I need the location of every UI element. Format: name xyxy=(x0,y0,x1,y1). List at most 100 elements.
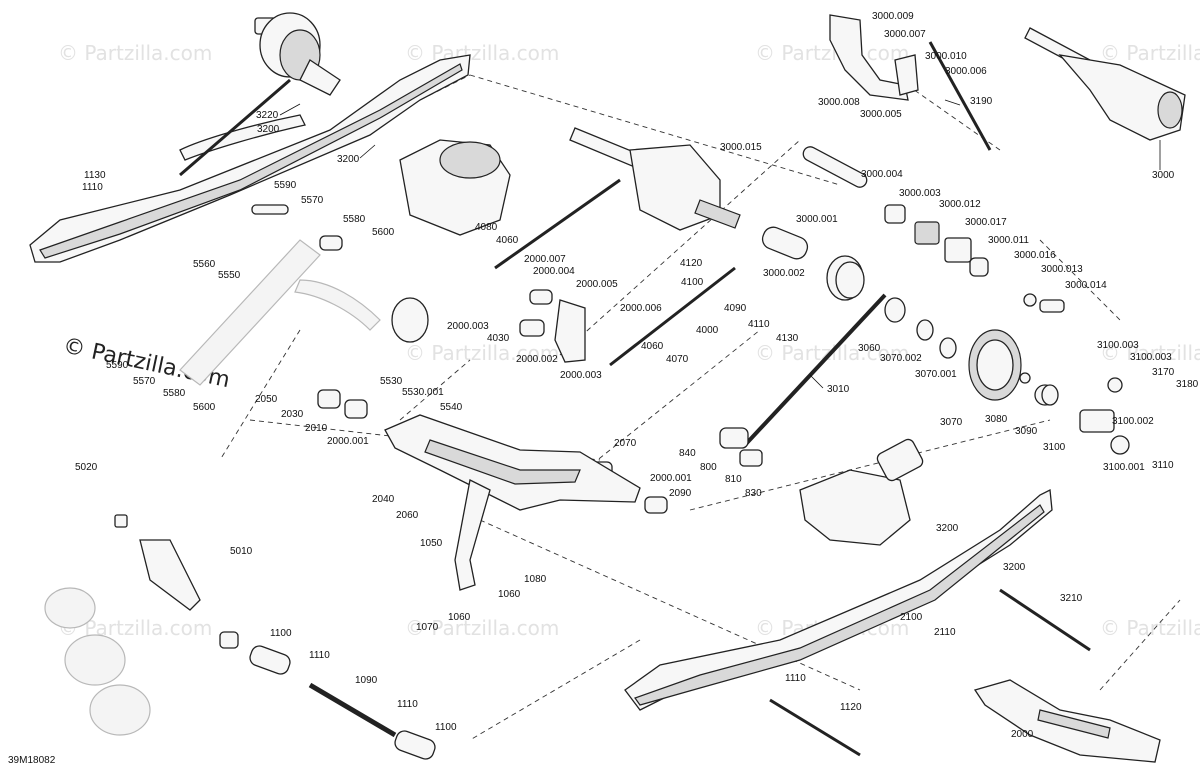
part-callout-label: 1130 xyxy=(84,170,106,181)
part-callout-label: 3110 xyxy=(1152,460,1174,471)
part-callout-label: 1070 xyxy=(416,622,439,633)
part-callout-label: 3000 xyxy=(1152,170,1175,181)
part-callout-label: 2030 xyxy=(281,409,304,420)
swing-arm-bottom-right xyxy=(973,679,1161,763)
watermark: © Partzilla.com xyxy=(405,341,559,365)
part-callout-label: 5550 xyxy=(218,270,241,281)
motor-unit-right xyxy=(799,438,924,546)
part-callout-label: 1110 xyxy=(309,650,330,661)
part-callout-label: 3000.016 xyxy=(1014,250,1056,261)
part-callout-label: 5530.001 xyxy=(402,387,444,398)
part-callout-label: 2000.004 xyxy=(533,266,575,277)
part-callout-label: 4090 xyxy=(724,303,747,314)
part-callout-label: 3000.007 xyxy=(884,29,926,40)
part-callout-label: 3060 xyxy=(858,343,881,354)
main-shaft xyxy=(569,127,741,231)
part-callout-label: 2000.006 xyxy=(620,303,662,314)
part-callout-label: 3070 xyxy=(940,417,963,428)
part-callout-label: 4060 xyxy=(496,235,519,246)
part-callout-label: 3190 xyxy=(970,96,993,107)
shock-spring-lower xyxy=(44,514,201,736)
part-callout-label: 3180 xyxy=(1176,379,1199,390)
part-callout-label: 4120 xyxy=(680,258,703,269)
assembly-lines xyxy=(219,74,1181,741)
part-callout-label: 3000.008 xyxy=(818,97,860,108)
watermark: © Partzilla.com xyxy=(1100,616,1200,640)
idler-wheel xyxy=(884,297,1059,406)
part-callout-label: 2060 xyxy=(396,510,419,521)
part-callout-label: 2000.003 xyxy=(447,321,489,332)
part-callout-label: 4070 xyxy=(666,354,689,365)
part-callout-label: 3000.006 xyxy=(945,66,987,77)
part-callout-label: 2100 xyxy=(900,612,923,623)
part-callout-label: 3070.002 xyxy=(880,353,922,364)
part-callout-label: 1050 xyxy=(420,538,443,549)
part-callout-label: 5590 xyxy=(106,360,129,371)
part-callout-label: 5580 xyxy=(163,388,186,399)
part-callout-label: 3090 xyxy=(1015,426,1038,437)
part-callout-label: 2000.007 xyxy=(524,254,566,265)
shock-spring-upper xyxy=(179,12,341,177)
part-callout-label: 3170 xyxy=(1152,367,1175,378)
part-callout-label: 4000 xyxy=(696,325,719,336)
part-callout-label: 3000.012 xyxy=(939,199,981,210)
part-callout-label: 3100.002 xyxy=(1112,416,1154,427)
watermark: © Partzilla.com xyxy=(58,41,212,65)
part-callout-label: 1060 xyxy=(498,589,521,600)
part-callout-label: 5540 xyxy=(440,402,463,413)
part-callout-label: 5530 xyxy=(380,376,403,387)
part-callout-label: 4110 xyxy=(748,319,770,330)
part-callout-label: 5590 xyxy=(274,180,297,191)
part-callout-label: 3000.004 xyxy=(861,169,903,180)
part-callout-label: 3220 xyxy=(256,110,279,121)
watermark: © Partzilla.com xyxy=(1100,341,1200,365)
part-callout-label: 3000.001 xyxy=(796,214,838,225)
part-callout-label: 4100 xyxy=(681,277,704,288)
part-callout-label: 2010 xyxy=(305,423,328,434)
part-callout-label: 2040 xyxy=(372,494,395,505)
part-callout-label: 2050 xyxy=(255,394,278,405)
part-callout-label: 1060 xyxy=(448,612,471,623)
part-callout-label: 3000.010 xyxy=(925,51,967,62)
part-callout-label: 3210 xyxy=(1060,593,1083,604)
part-callout-label: 1080 xyxy=(524,574,547,585)
shaft-assembly-right xyxy=(1024,27,1186,141)
torsion-spring xyxy=(826,255,865,301)
bracket-top-right xyxy=(829,14,919,101)
part-callout-label: 2000.001 xyxy=(650,473,692,484)
part-callout-label: 830 xyxy=(745,488,762,499)
watermark: © Partzilla.com xyxy=(405,41,559,65)
part-callout-label: 2000 xyxy=(1011,729,1034,740)
part-callout-label: 1110 xyxy=(82,182,103,193)
diagram-reference-code: 39M18082 xyxy=(8,755,56,766)
part-callout-label: 4080 xyxy=(475,222,498,233)
part-callout-label: 3000.011 xyxy=(988,235,1029,246)
part-callout-label: 2000.002 xyxy=(516,354,558,365)
a-arm-center xyxy=(384,414,641,591)
part-callout-label: 810 xyxy=(725,474,742,485)
part-callout-label: 3000.015 xyxy=(720,142,762,153)
watermark: © Partzilla.com xyxy=(1100,41,1200,65)
part-callout-label: 3100.003 xyxy=(1130,352,1172,363)
part-callout-label: 5560 xyxy=(193,259,216,270)
part-callout-label: 3200 xyxy=(936,523,959,534)
part-callout-label: 3000.003 xyxy=(899,188,941,199)
part-callout-label: 5570 xyxy=(301,195,324,206)
part-callout-label: 3200 xyxy=(257,124,280,135)
part-callout-label: 800 xyxy=(700,462,717,473)
part-callout-label: 4030 xyxy=(487,333,510,344)
part-callout-label: 2090 xyxy=(669,488,692,499)
part-callout-label: 1110 xyxy=(397,699,418,710)
part-callout-label: 3200 xyxy=(337,154,360,165)
part-callout-label: 5600 xyxy=(372,227,395,238)
part-callout-label: 2110 xyxy=(934,627,956,638)
part-callout-label: 3100 xyxy=(1043,442,1066,453)
part-callout-label: 840 xyxy=(679,448,696,459)
part-callout-label: 1110 xyxy=(785,673,806,684)
part-callout-label: 3010 xyxy=(827,384,850,395)
part-callout-label: 3200 xyxy=(1003,562,1026,573)
part-callout-label: 2000.001 xyxy=(327,436,369,447)
ghost-shock-left xyxy=(179,239,429,386)
part-callout-label: 1100 xyxy=(435,722,457,733)
